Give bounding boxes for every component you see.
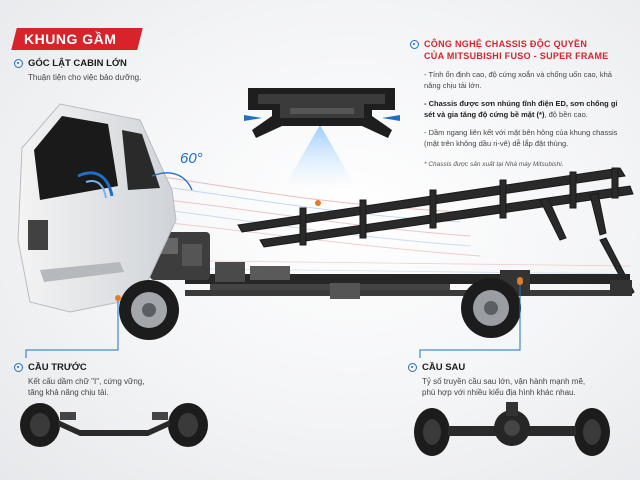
rear-axle-desc-1: Tỷ số truyền cầu sau lớn, vận hành mạnh … [422, 377, 586, 386]
callout-dot-icon [14, 59, 23, 68]
chassis-heading-2: CỦA MITSUBISHI FUSO - SUPER FRAME [424, 51, 609, 61]
front-axle-heading: CẦU TRƯỚC [28, 362, 87, 373]
chassis-tech-block: CÔNG NGHỆ CHASSIS ĐỘC QUYỀN CỦA MITSUBIS… [410, 38, 630, 168]
callout-lines [25, 279, 523, 358]
callout-dot-icon [14, 363, 23, 372]
rear-axle-callout: CẦU SAU Tỷ số truyền cầu sau lớn, vận hà… [408, 362, 585, 398]
callout-dot-icon [408, 363, 417, 372]
rear-axle-image [414, 402, 610, 456]
chassis-bullet-2-rest: , độ bền cao. [544, 109, 588, 119]
tilt-angle-arc [151, 172, 193, 191]
section-title: KHUNG GẦM [24, 31, 117, 47]
front-wheel [119, 280, 179, 340]
chassis-note: * Chassis được sản xuất tại Nhà máy Mits… [424, 161, 564, 168]
front-axle-desc-2: tăng khả năng chịu tải. [28, 388, 109, 397]
chassis-bullet-1: - Tính ổn định cao, độ cứng xoắn và chốn… [424, 70, 612, 90]
frame-profile-icon [244, 88, 400, 138]
rear-axle-desc-2: phù hợp với nhiều kiểu địa hình khác nha… [422, 388, 576, 397]
tilt-angle-label: 60° [180, 150, 203, 167]
tilted-chassis-frame [237, 167, 635, 296]
tilted-cabin [17, 103, 177, 313]
front-axle-image [20, 403, 208, 447]
callout-dot-icon [410, 40, 419, 49]
chassis-bullet-2-bold: - Chassis được sơn nhúng tĩnh điện ED, s… [424, 99, 618, 119]
cabin-heading: GÓC LẬT CABIN LỚN [28, 58, 127, 69]
light-beam [285, 125, 355, 185]
main-chassis-frame [185, 262, 632, 299]
rear-axle-heading: CẦU SAU [422, 362, 466, 373]
cabin-tilt-callout: GÓC LẬT CABIN LỚN Thuận tiện cho việc bả… [14, 58, 141, 83]
cabin-desc: Thuận tiện cho việc bảo dưỡng. [28, 73, 142, 82]
chassis-heading-1: CÔNG NGHỆ CHASSIS ĐỘC QUYỀN [424, 39, 588, 49]
section-title-banner: KHUNG GẦM [11, 28, 143, 50]
chassis-bullet-2: - Chassis được sơn nhúng tĩnh điện ED, s… [424, 99, 630, 120]
front-axle-desc-1: Kết cấu dầm chữ "I", cứng vững, [28, 377, 145, 386]
rear-wheel [461, 278, 521, 338]
chassis-bullet-3: - Dầm ngang liên kết với mặt bên hông củ… [424, 128, 618, 148]
front-axle-callout: CẦU TRƯỚC Kết cấu dầm chữ "I", cứng vững… [14, 362, 144, 398]
